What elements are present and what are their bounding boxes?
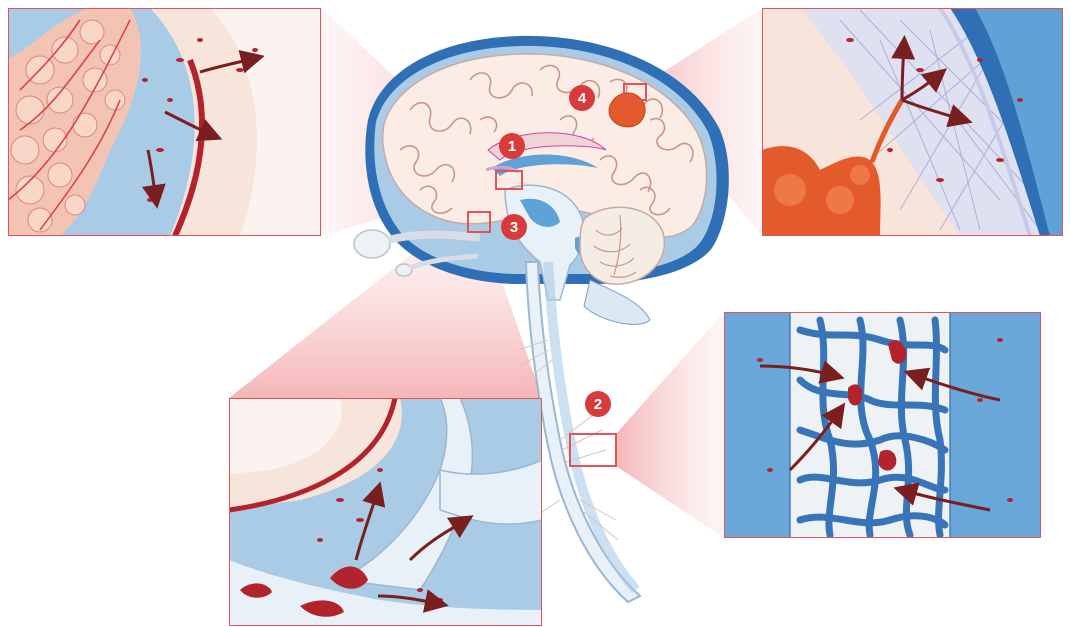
marker-2-label: 2 (594, 396, 602, 413)
marker-4: 4 (569, 85, 595, 111)
marker-1: 1 (499, 133, 525, 159)
eye-bulb (354, 230, 390, 258)
choroid-plexus-detail (8, 8, 321, 236)
brain-tumor (609, 93, 645, 127)
marker-2: 2 (585, 391, 611, 417)
fourth-ventricle-detail (229, 398, 542, 626)
marker-3-label: 3 (510, 219, 518, 236)
spinal-cord-capillaries-detail (724, 312, 1041, 538)
marker-1-label: 1 (508, 138, 516, 155)
marker-3: 3 (501, 214, 527, 240)
marker-4-label: 4 (578, 90, 587, 107)
meninges-tumor-detail (762, 8, 1063, 236)
